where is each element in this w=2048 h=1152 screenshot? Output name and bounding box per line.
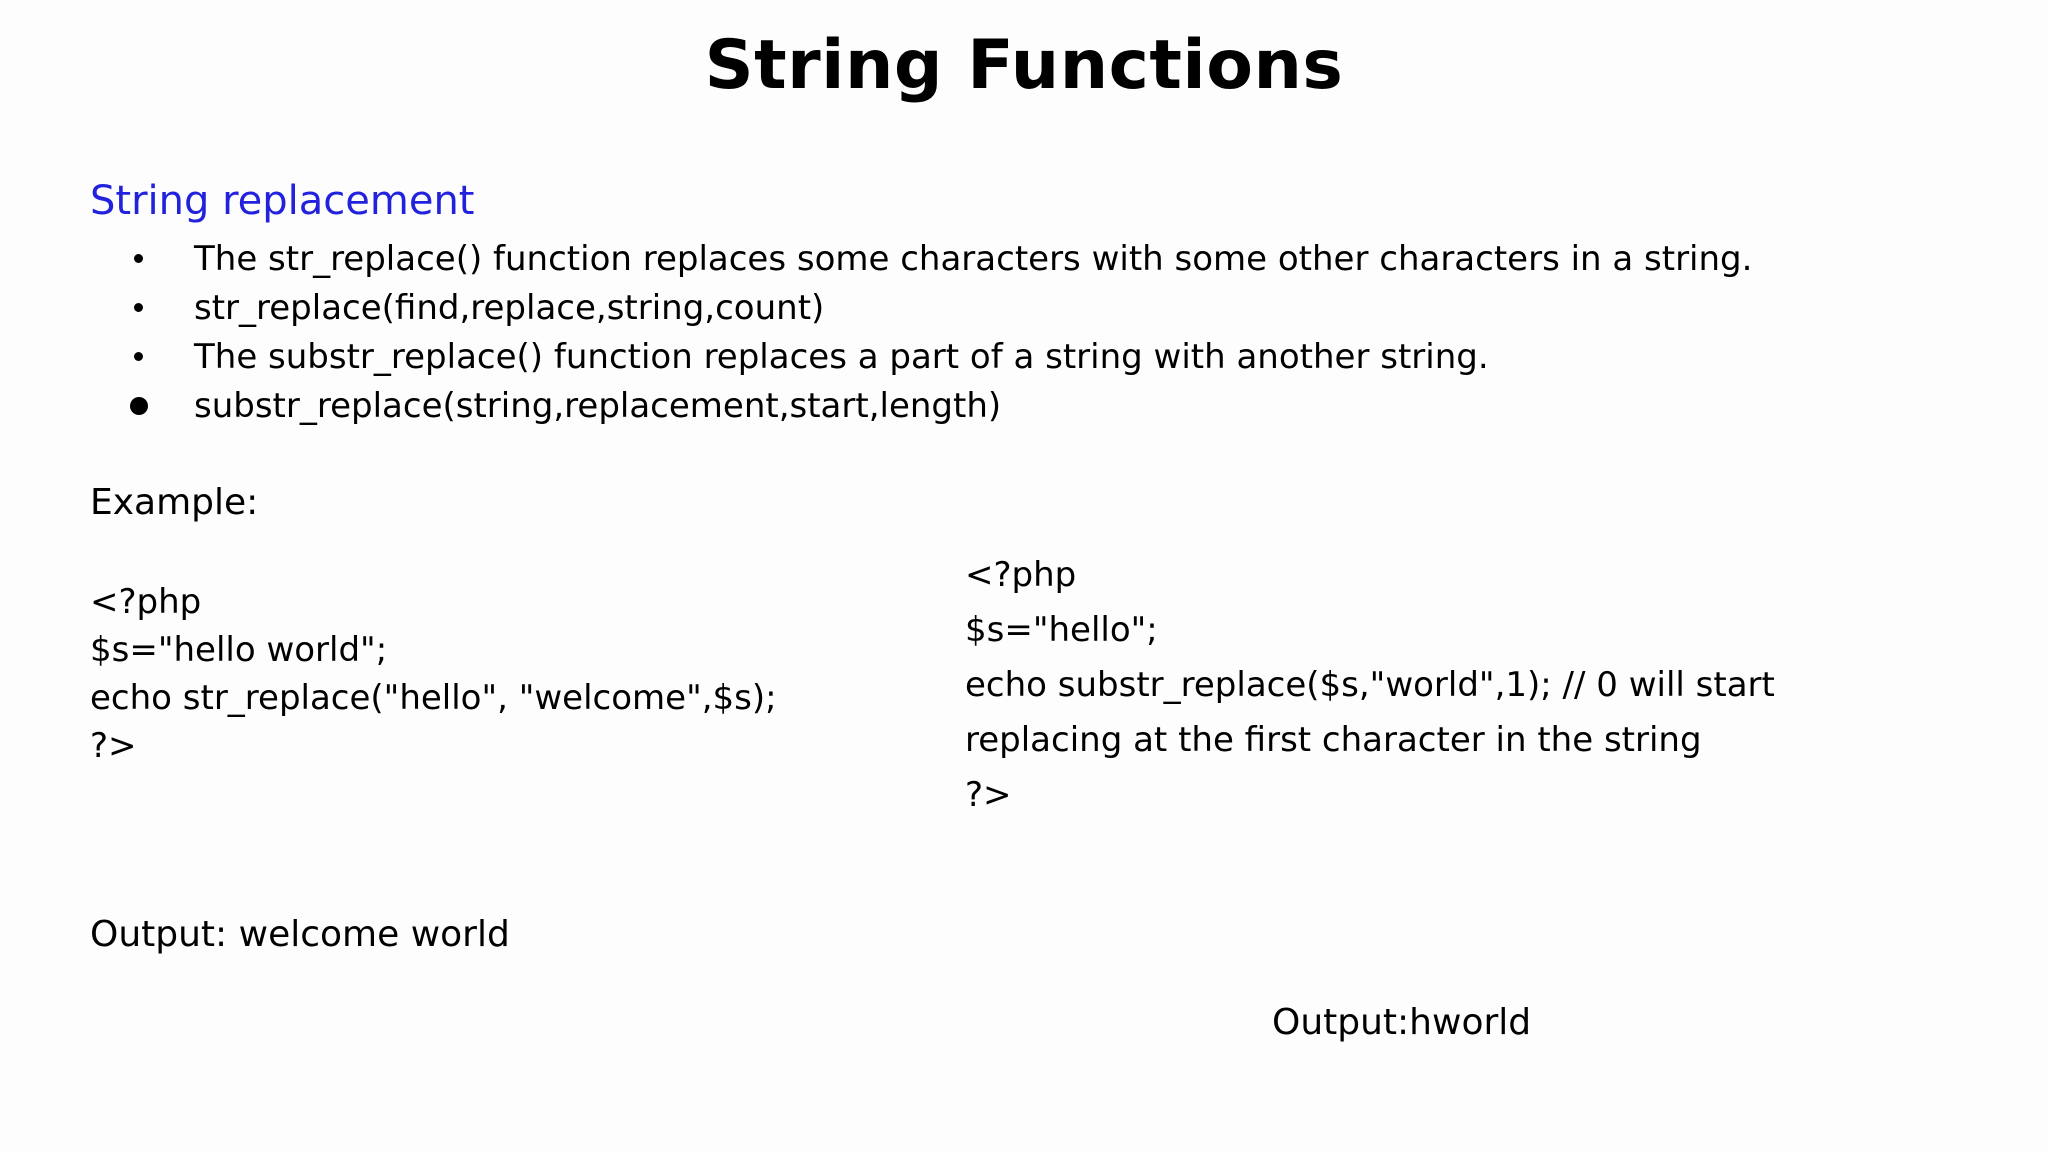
code-line: <?php xyxy=(965,555,1077,595)
code-block-substr-replace: <?php $s="hello"; echo substr_replace($s… xyxy=(965,548,1975,823)
code-line: replacing at the first character in the … xyxy=(965,720,1702,760)
bullet-item: str_replace(find,replace,string,count) xyxy=(128,283,1752,332)
bullet-item: substr_replace(string,replacement,start,… xyxy=(128,381,1752,430)
bullet-list: The str_replace() function replaces some… xyxy=(128,234,1752,430)
bullet-text: The substr_replace() function replaces a… xyxy=(194,336,1489,377)
bullet-item: The str_replace() function replaces some… xyxy=(128,234,1752,283)
output-left: Output: welcome world xyxy=(90,914,510,955)
bullet-text: str_replace(find,replace,string,count) xyxy=(194,287,825,328)
bullet-dot-icon xyxy=(128,303,194,312)
bullet-dot-icon xyxy=(128,396,194,415)
code-line: $s="hello"; xyxy=(965,610,1158,650)
code-line: <?php xyxy=(90,582,202,622)
code-line: ?> xyxy=(90,726,137,766)
code-block-str-replace: <?php $s="hello world"; echo str_replace… xyxy=(90,578,777,770)
example-label: Example: xyxy=(90,482,259,523)
section-heading: String replacement xyxy=(90,178,475,224)
output-right: Output:hworld xyxy=(1272,1002,1532,1043)
code-line: ?> xyxy=(965,775,1012,815)
slide-title: String Functions xyxy=(704,26,1344,105)
bullet-dot-icon xyxy=(128,352,194,361)
code-line: echo substr_replace($s,"world",1); // 0 … xyxy=(965,665,1775,705)
code-line: echo str_replace("hello", "welcome",$s); xyxy=(90,678,777,718)
bullet-item: The substr_replace() function replaces a… xyxy=(128,332,1752,381)
bullet-dot-icon xyxy=(128,254,194,263)
code-line: $s="hello world"; xyxy=(90,630,388,670)
bullet-text: The str_replace() function replaces some… xyxy=(194,238,1753,279)
bullet-text: substr_replace(string,replacement,start,… xyxy=(194,385,1002,426)
